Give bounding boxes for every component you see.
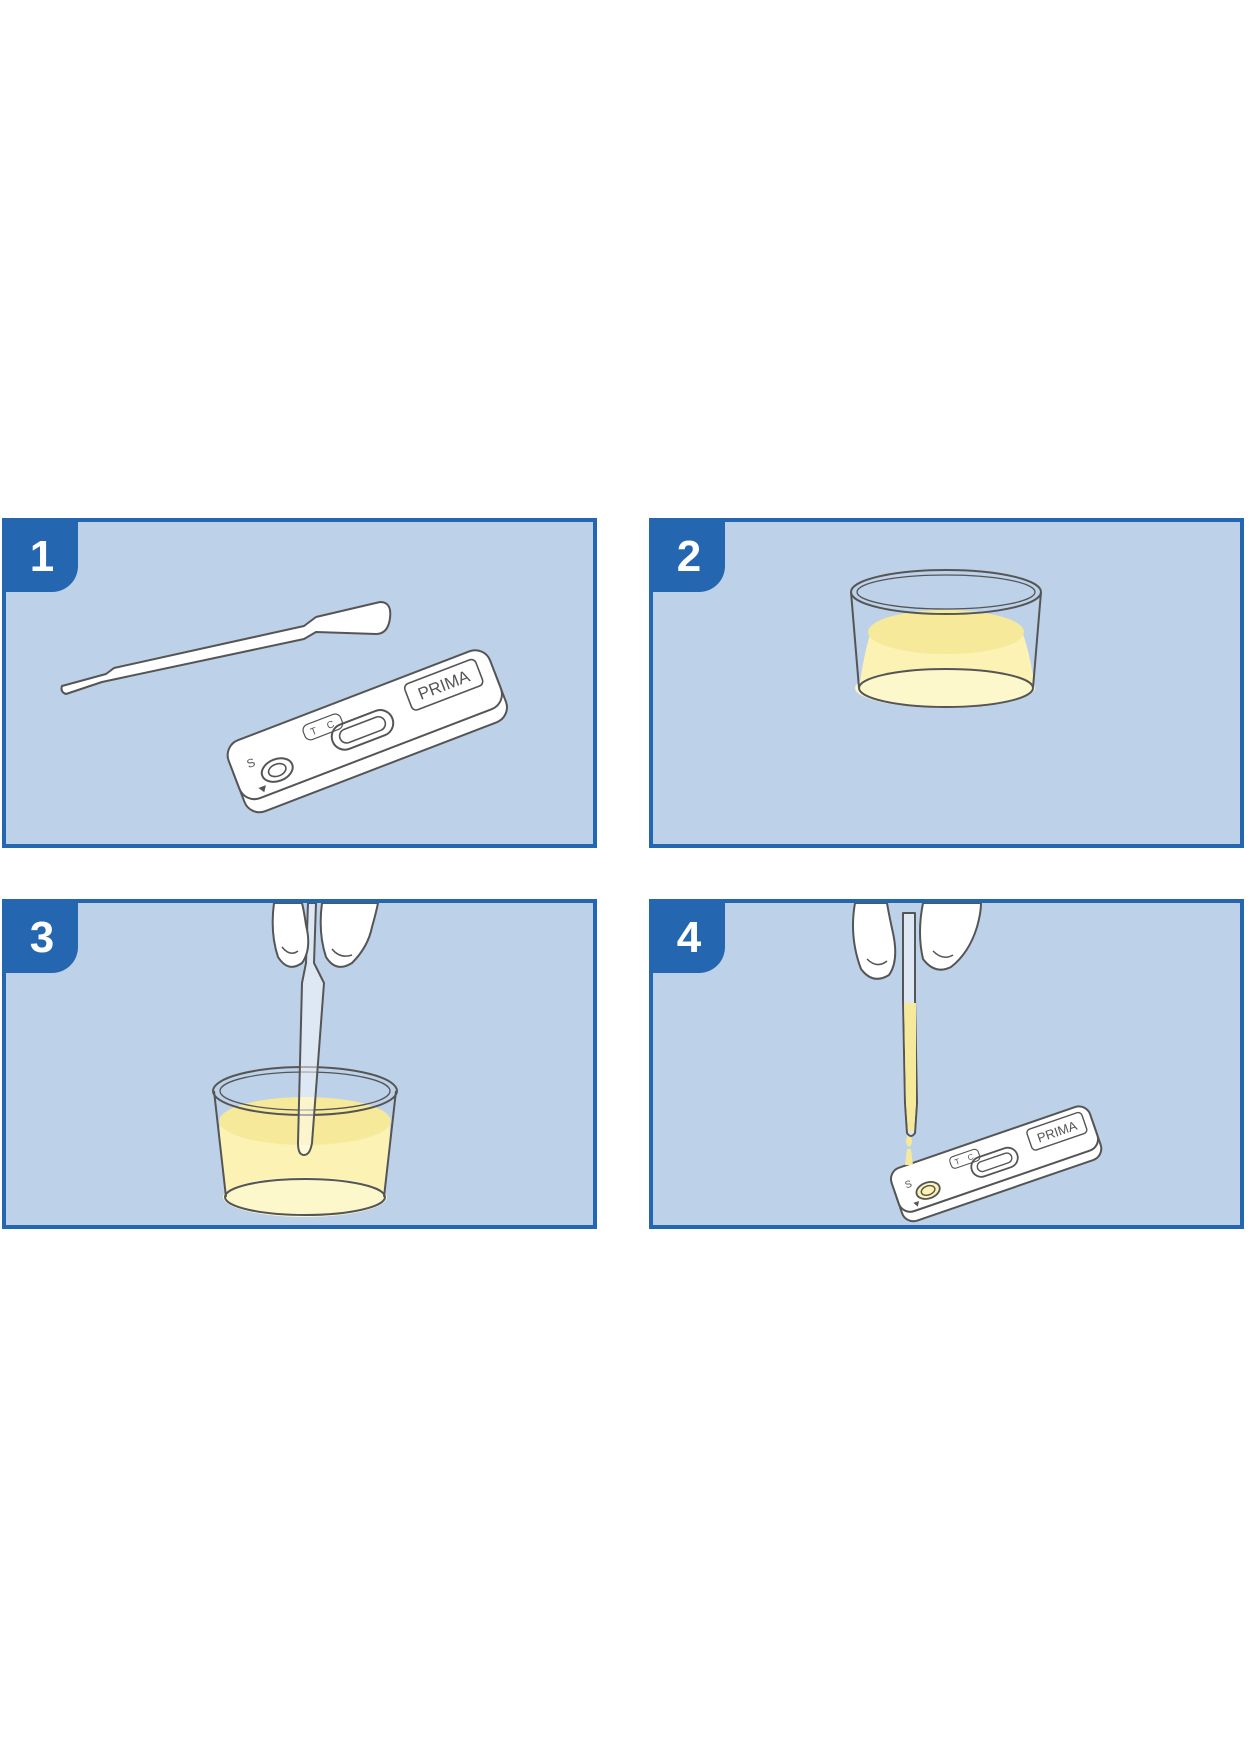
gloved-hand-icon	[271, 903, 380, 968]
test-cassette-icon: PRIMA T C S	[226, 649, 508, 814]
drop-icon	[913, 1200, 920, 1207]
pipette-icon	[902, 912, 918, 1137]
pipette-icon	[297, 903, 325, 1156]
sample-cup-icon	[850, 569, 1042, 708]
step-4-panel: 4 PRIMA T C S	[649, 899, 1244, 1229]
step-number-badge: 1	[6, 522, 78, 592]
step-3-panel: 3	[2, 899, 597, 1229]
step-3-illustration	[212, 903, 398, 1217]
step-4-illustration: PRIMA T C S	[852, 903, 1103, 1223]
t-line-label: T	[954, 1157, 962, 1167]
s-well-label: S	[904, 1179, 914, 1192]
step-number-badge: 3	[6, 903, 78, 973]
step-1-illustration: PRIMA T C S	[60, 601, 508, 814]
pipette-icon	[60, 601, 392, 695]
test-cassette-icon: PRIMA T C S	[889, 1105, 1103, 1223]
c-line-label: C	[325, 719, 336, 732]
t-line-label: T	[309, 726, 319, 738]
step-1-panel: 1 PRIMA T C S	[2, 518, 597, 848]
step-number-badge: 4	[653, 903, 725, 973]
step-number-badge: 2	[653, 522, 725, 592]
gloved-hand-icon	[852, 903, 983, 980]
c-line-label: C	[966, 1152, 975, 1162]
sample-cup-icon	[212, 1066, 398, 1217]
step-2-panel: 2	[649, 518, 1244, 848]
drop-icon	[905, 1133, 913, 1165]
step-2-illustration	[850, 569, 1042, 708]
drop-icon	[258, 785, 266, 793]
